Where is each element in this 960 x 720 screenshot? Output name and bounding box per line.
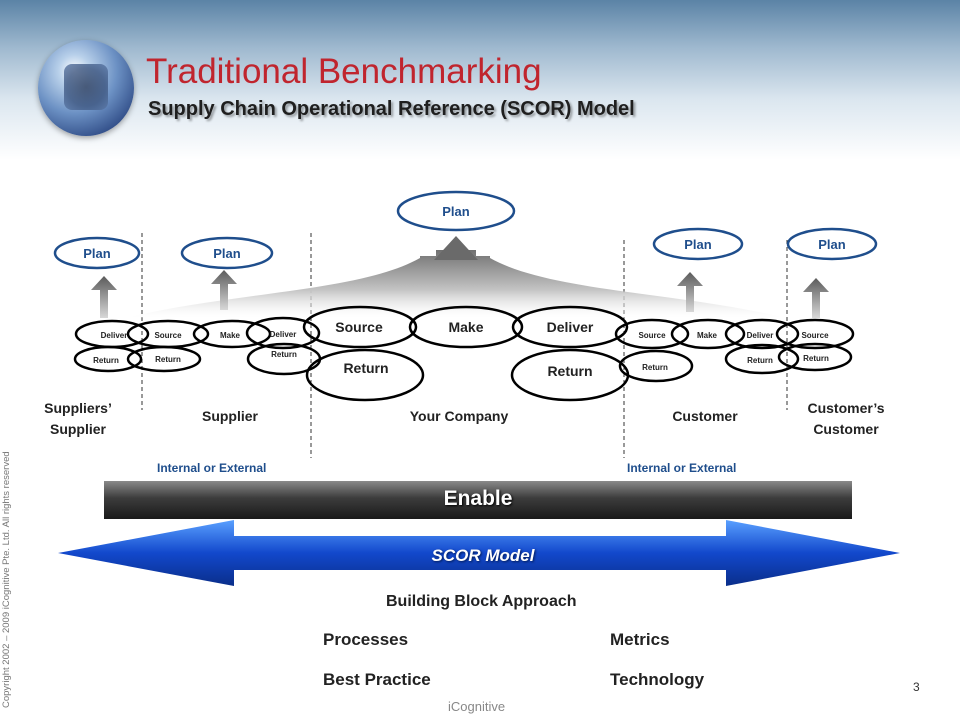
plan-ellipse [786,227,878,261]
stage-label-customer: Customer [672,408,738,424]
source-label: Source [154,331,182,340]
enable-label: Enable [443,487,513,510]
building-block-processes: Processes [323,630,409,649]
deliver-label: Deliver [270,330,297,339]
stage-label-suppliers-supplier: Suppliers’ Supplier [44,400,112,437]
plan-ellipses [53,190,878,270]
source-label: Source [335,319,383,335]
make-ellipse [670,318,746,350]
deliver-label: Deliver [547,319,594,335]
return-label: Return [642,363,668,372]
up-arrow-icon [211,270,237,310]
make-label: Make [697,331,718,340]
make-ellipse [192,319,272,349]
source-label: Source [638,331,666,340]
page-number: 3 [913,680,920,694]
globe-logo-icon [38,40,134,136]
plan-fan-arrow [126,236,786,318]
return-label: Return [155,355,181,364]
footer-brand: iCognitive [448,699,506,714]
plan-ellipse [180,236,274,270]
return-label: Return [93,356,119,365]
page-subtitle: Supply Chain Operational Reference (SCOR… [148,98,635,120]
plan-label: Plan [684,237,712,252]
plan-label: Plan [213,246,241,261]
page-title: Traditional Benchmarking [146,52,542,91]
deliver-ellipse [511,305,629,349]
source-label: Source [801,331,829,340]
internal-external-label-right: Internal or External [627,461,737,475]
make-label: Make [448,319,483,335]
building-block-metrics: Metrics [610,630,670,649]
return-label: Return [271,350,297,359]
return-ellipse [73,345,143,373]
return-ellipse [305,348,425,402]
return-label: Return [343,360,388,376]
return-label: Return [803,354,829,363]
up-arrows [91,270,829,318]
plan-label: Plan [83,246,111,261]
source-ellipse [302,305,418,349]
plan-ellipse [53,236,141,270]
up-arrow-icon [677,272,703,312]
make-label: Make [220,331,241,340]
internal-external-label-left: Internal or External [157,461,267,475]
return-label: Return [547,363,592,379]
deliver-ellipse [724,318,800,350]
make-ellipse [408,305,524,349]
deliver-ellipse [245,316,321,350]
source-ellipse [775,318,855,350]
stage-label-customers-customer: Customer’s Customer [807,400,885,437]
return-label: Return [747,356,773,365]
scor-model-arrow [58,520,900,586]
deliver-label: Deliver [747,331,774,340]
up-arrow-icon [91,276,117,318]
plan-label: Plan [442,204,470,219]
return-ellipse [777,342,853,372]
stage-label-your-company: Your Company [409,408,509,424]
plan-label: Plan [818,237,846,252]
return-ellipse [126,345,202,373]
enable-bar: Enable [104,481,852,519]
building-block-best-practice: Best Practice [323,670,431,689]
return-ellipse [618,349,694,383]
up-arrow-icon [803,278,829,318]
building-block-technology: Technology [610,670,705,689]
header-band [0,0,960,160]
building-block-title: Building Block Approach [386,593,577,610]
stage-label-supplier: Supplier [201,408,258,424]
return-ellipse [724,343,800,375]
source-ellipse [614,318,690,350]
plan-ellipse [652,227,744,261]
scor-model-label: SCOR Model [431,546,535,565]
process-ellipses [73,305,855,402]
plan-ellipse [396,190,516,232]
deliver-label: Deliver [101,331,128,340]
